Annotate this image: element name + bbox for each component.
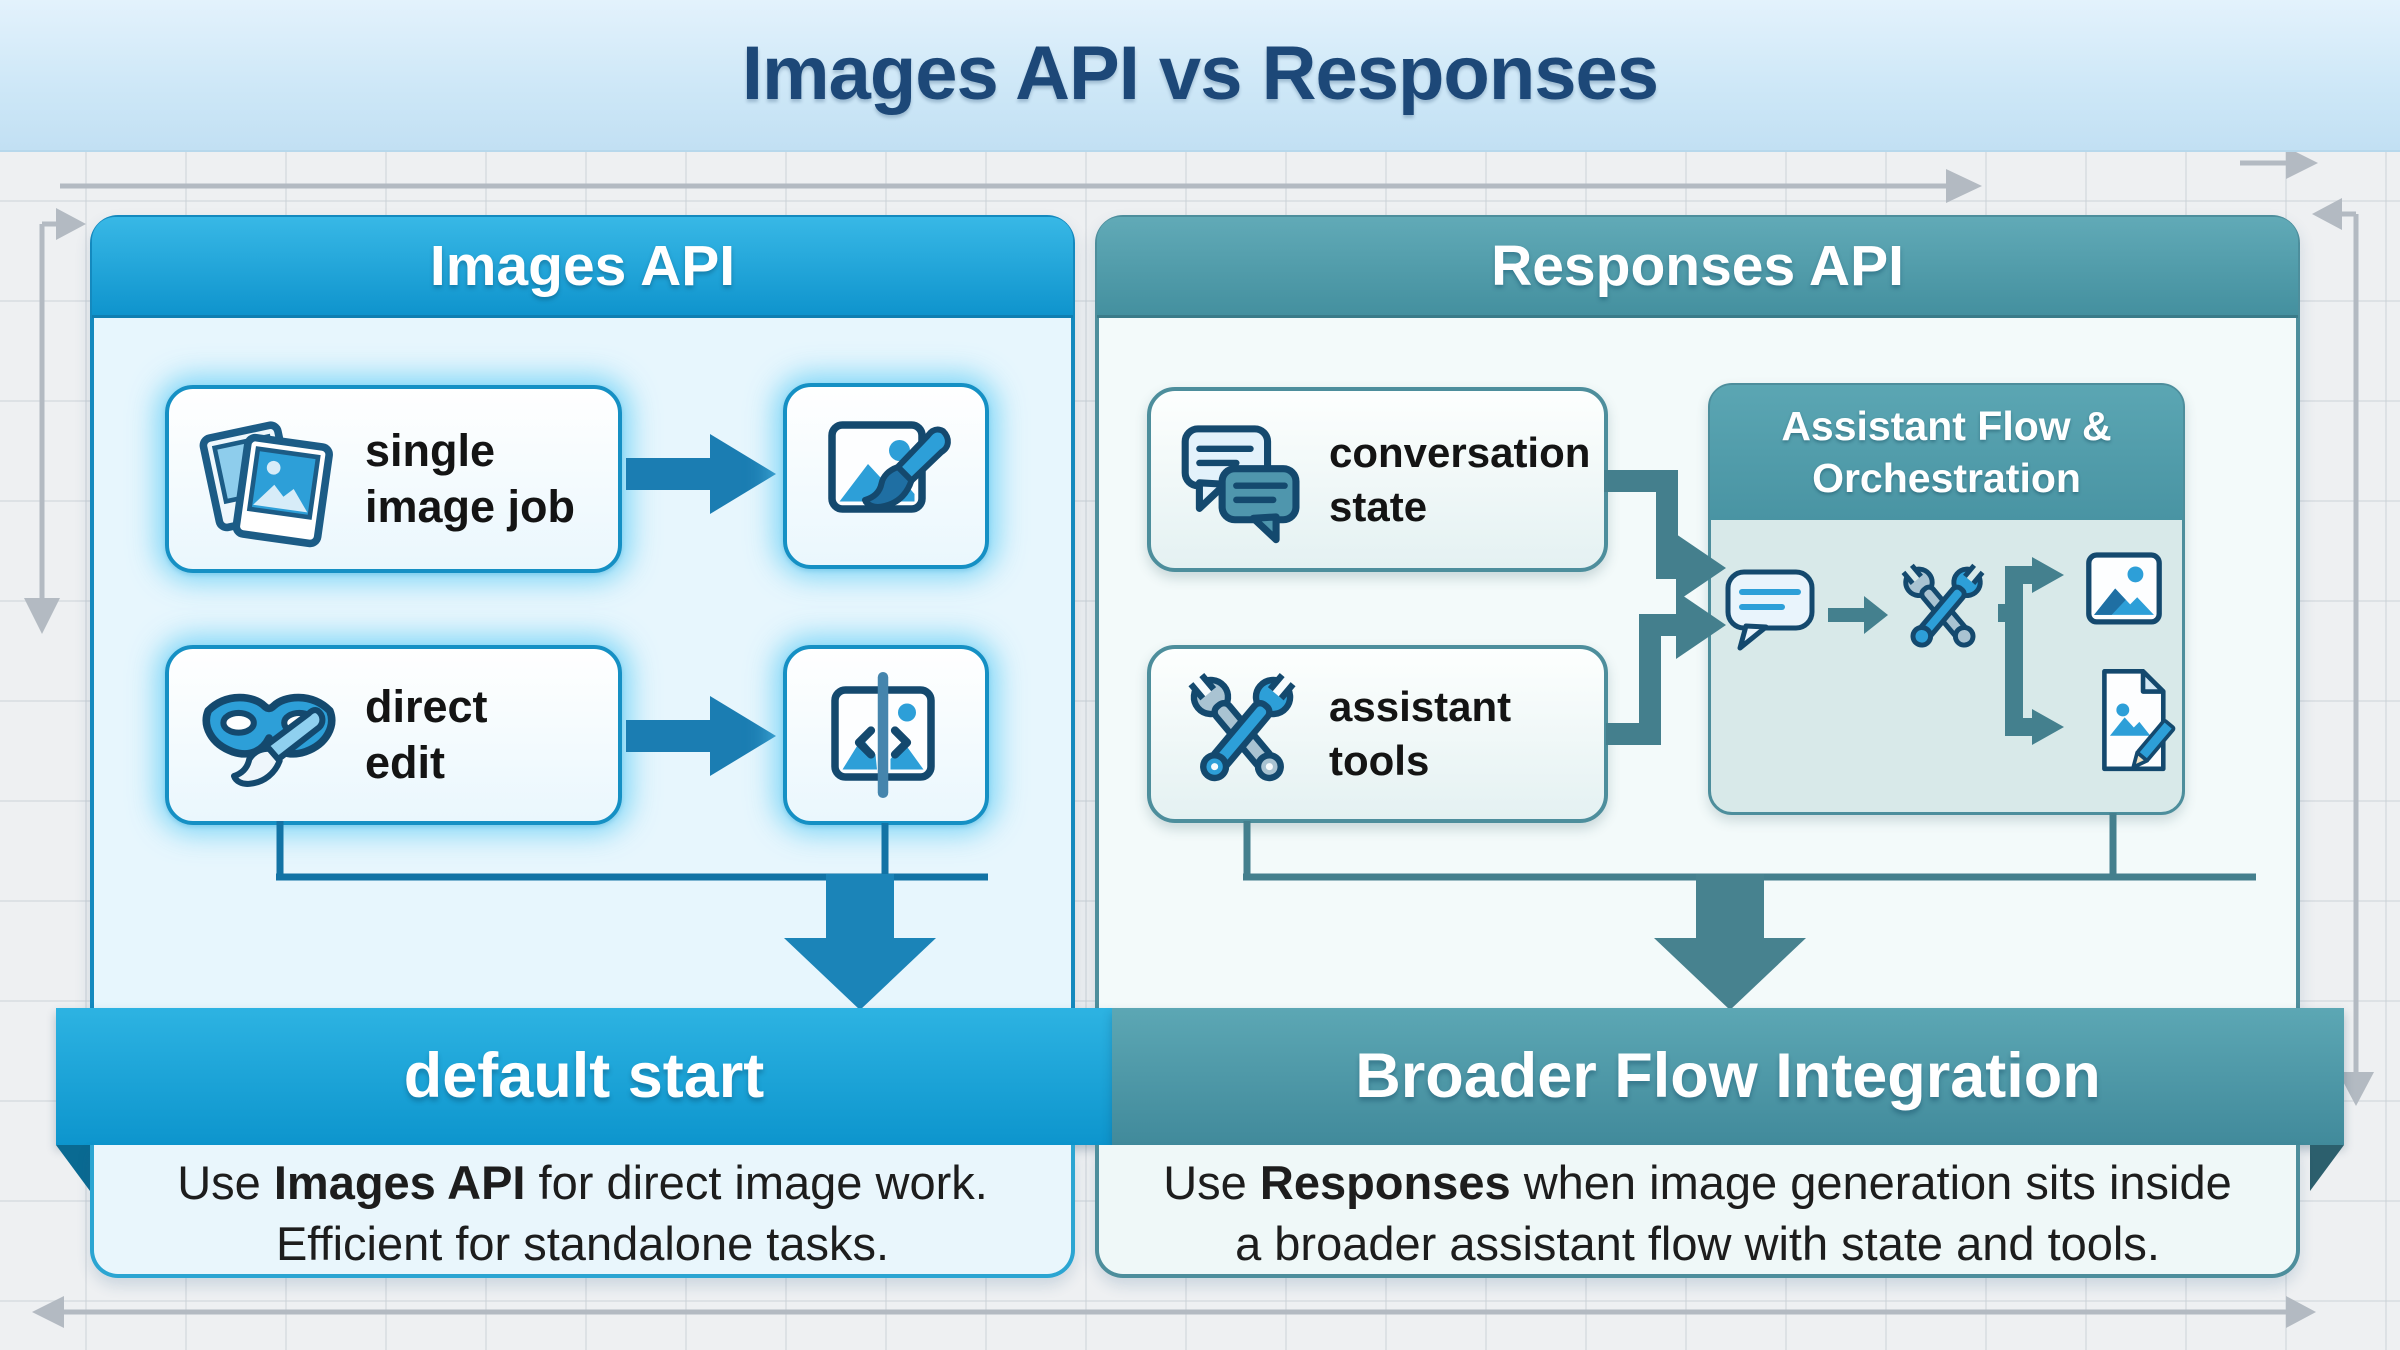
- assistant-tools-label: assistant tools: [1329, 683, 1512, 784]
- page-title: Images API vs Responses: [741, 31, 1659, 116]
- bg-arrow-left-head: [24, 598, 60, 634]
- default-start-banner: default start: [56, 1008, 1112, 1145]
- title-banner: Images API vs Responses: [0, 0, 2400, 152]
- split-image-icon: [811, 660, 961, 810]
- branch-top-arrowhead: [2032, 557, 2064, 593]
- direct-edit-box: direct edit: [165, 645, 622, 825]
- conversation-state-box: conversation state: [1147, 387, 1608, 572]
- assistant-tools-box: assistant tools: [1147, 645, 1608, 823]
- mask-paintbrush-icon: [193, 659, 345, 811]
- single-image-job-label: single image job: [365, 425, 576, 532]
- bg-arrow-bottom-right-head: [2286, 1296, 2316, 1328]
- orchestration-entry-arrow-bottom: [1676, 591, 1726, 659]
- down-arrow-right: [1654, 874, 1806, 1010]
- polaroid-photos-icon: [193, 403, 345, 555]
- arrow-right-icon: [1828, 596, 1888, 634]
- image-paintbrush-icon: [811, 401, 961, 551]
- image-document-pencil-icon: [2086, 664, 2178, 778]
- image-output-icon: [2080, 548, 2168, 636]
- assistant-tools-connector: [1606, 614, 1680, 745]
- responses-api-footer-note: Use Responses when image generation sits…: [1095, 1145, 2300, 1278]
- conversation-state-label: conversation state: [1329, 428, 1591, 530]
- bg-arrow-top-head: [1946, 169, 1982, 203]
- images-api-panel-header: Images API: [92, 217, 1073, 318]
- footer-line-2: Efficient for standalone tasks.: [275, 1217, 890, 1270]
- speech-bubble-icon: [1720, 560, 1820, 660]
- crossed-wrenches-icon: [1171, 663, 1313, 805]
- branch-bottom-arrowhead: [2032, 709, 2064, 745]
- direct-edit-label: direct edit: [365, 681, 488, 788]
- footer-line-1: Use Responses when image generation sits…: [1163, 1156, 2232, 1209]
- single-image-job-box: single image job: [165, 385, 622, 573]
- assistant-flow-orchestration-title: Assistant Flow & Orchestration: [1710, 385, 2183, 520]
- footer-line-2: a broader assistant flow with state and …: [1235, 1217, 2160, 1270]
- arrow-right-icon: [626, 696, 776, 776]
- broader-flow-integration-banner: Broader Flow Integration: [1112, 1008, 2344, 1145]
- generated-image-box: [783, 383, 989, 569]
- bg-arrow-topright-head: [2286, 147, 2318, 179]
- crossed-wrenches-icon: [1888, 556, 1998, 666]
- bg-arrow-right-branch-head: [2312, 198, 2342, 230]
- footer-line-1: Use Images API for direct image work.: [177, 1156, 988, 1209]
- down-arrow-left: [784, 874, 936, 1010]
- arrow-right-icon: [626, 434, 776, 514]
- bg-arrow-bottom-left-head: [32, 1296, 64, 1328]
- chat-bubbles-icon: [1171, 409, 1313, 551]
- images-api-footer-note: Use Images API for direct image work. Ef…: [90, 1145, 1075, 1278]
- orchestration-entry-arrow-top: [1676, 534, 1726, 602]
- responses-api-panel-header: Responses API: [1097, 217, 2298, 318]
- conversation-state-connector: [1604, 470, 1680, 579]
- bg-arrow-right-head: [2338, 1072, 2374, 1106]
- bg-arrow-left-branch-head: [56, 208, 86, 240]
